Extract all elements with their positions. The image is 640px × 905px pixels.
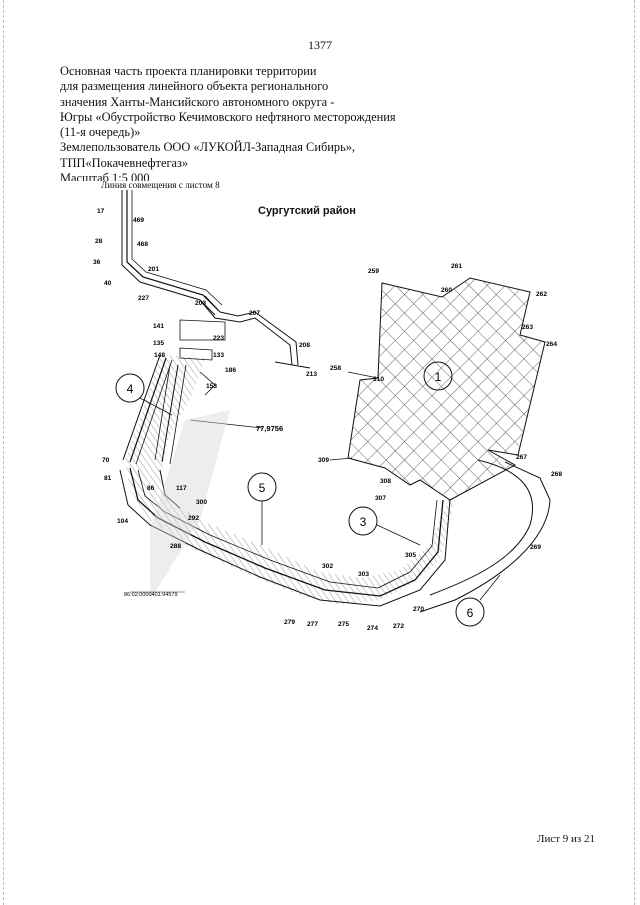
dimension-label: 77,9756 [256, 424, 283, 433]
point-label: 117 [176, 485, 187, 492]
zone-marker-4 [115, 373, 145, 403]
point-label: 186 [225, 367, 236, 374]
zone-marker-6 [455, 597, 485, 627]
scale-text: Масштаб 1:5 000 [60, 171, 150, 182]
zone-number-5: 5 [259, 481, 266, 495]
zone-markers [115, 361, 485, 627]
zone-6-corridor-outer [419, 461, 551, 613]
zone-1-area [347, 277, 546, 501]
point-label: 153 [206, 383, 217, 390]
point-label: 104 [117, 518, 128, 525]
sheet-reference: Линия совмещения с листом 8 [101, 180, 220, 190]
point-label: 468 [137, 241, 148, 248]
main-corridor-lines [119, 354, 451, 607]
point-label: 308 [380, 478, 391, 485]
zone-4-leader [139, 397, 173, 416]
zone-3-leader [376, 524, 421, 546]
point-label: 258 [330, 365, 341, 372]
point-label: 28 [95, 238, 103, 245]
title-line: Югры «Обустройство Кечимовского нефтяног… [60, 109, 396, 124]
title-line: значения Ханты-Мансийского автономного о… [60, 94, 335, 109]
page-number: 1377 [308, 38, 332, 52]
point-label: 135 [153, 340, 164, 347]
point-label: 17 [97, 208, 105, 215]
point-label: 141 [153, 323, 164, 330]
point-label: 148 [154, 352, 165, 359]
title-line: ТПП«Покачевнефтегаз» [60, 155, 189, 170]
point-label: 261 [451, 263, 462, 270]
point-label: 259 [368, 268, 379, 275]
point-label: 207 [249, 310, 260, 317]
point-label: 310 [373, 376, 384, 383]
cadastral-strip [150, 410, 230, 600]
title-block: Основная часть проекта планировки террит… [60, 64, 440, 181]
point-label: 277 [307, 621, 318, 628]
point-label: 288 [170, 543, 181, 550]
point-label: 40 [104, 280, 112, 287]
dimension-leader [189, 419, 263, 429]
point-label: 70 [102, 457, 110, 464]
point-label: 264 [546, 341, 557, 348]
district-label: Сургутский район [258, 205, 356, 217]
title-line: Землепользователь ООО «ЛУКОЙЛ-Западная С… [60, 140, 356, 155]
zone-marker-3 [348, 506, 378, 536]
point-label: 279 [284, 619, 295, 626]
point-label: 303 [358, 571, 369, 578]
boundary-line-258-310 [347, 371, 379, 379]
point-label: 302 [322, 563, 333, 570]
point-label: 275 [338, 621, 349, 628]
title-line: Основная часть проекта планировки террит… [60, 64, 317, 78]
point-label: 300 [196, 499, 207, 506]
point-label: 309 [318, 457, 329, 464]
point-label: 36 [93, 259, 101, 266]
point-label: 270 [413, 606, 424, 613]
point-label: 272 [393, 623, 404, 630]
title-line: для размещения линейного объекта региона… [60, 79, 329, 94]
zone-number-1: 1 [435, 370, 442, 384]
zone-marker-1 [423, 361, 453, 391]
zone-number-4: 4 [127, 382, 134, 396]
sheet-counter: Лист 9 из 21 [537, 833, 596, 845]
point-label: 268 [551, 471, 562, 478]
point-label: 133 [213, 352, 224, 359]
boundary-line-309 [329, 457, 353, 461]
point-label: 262 [536, 291, 547, 298]
cadastral-number: 86:02:0000401:94579 [124, 592, 178, 598]
point-label: 267 [516, 454, 527, 461]
point-label: 260 [441, 287, 452, 294]
point-label: 203 [195, 300, 206, 307]
zone-number-3: 3 [360, 515, 367, 529]
point-label: 81 [104, 475, 112, 482]
point-label: 307 [375, 495, 386, 502]
zone-number-6: 6 [467, 606, 474, 620]
point-label: 269 [530, 544, 541, 551]
upper-corridor-lines [121, 190, 311, 396]
point-label: 201 [148, 266, 159, 273]
scan-edge-right [634, 0, 635, 905]
point-label: 292 [188, 515, 199, 522]
scan-edge-left [3, 0, 4, 905]
title-line: (11-я очередь)» [60, 125, 141, 140]
point-label: 86 [147, 485, 155, 492]
point-label: 263 [522, 324, 533, 331]
point-label: 227 [138, 295, 149, 302]
point-label: 469 [133, 217, 144, 224]
point-label: 223 [213, 335, 224, 342]
zone-6-corridor [429, 459, 534, 596]
point-label: 274 [367, 625, 378, 632]
point-label: 208 [299, 342, 310, 349]
point-label: 213 [306, 371, 317, 378]
zone-6-leader [479, 574, 501, 601]
point-label: 305 [405, 552, 416, 559]
